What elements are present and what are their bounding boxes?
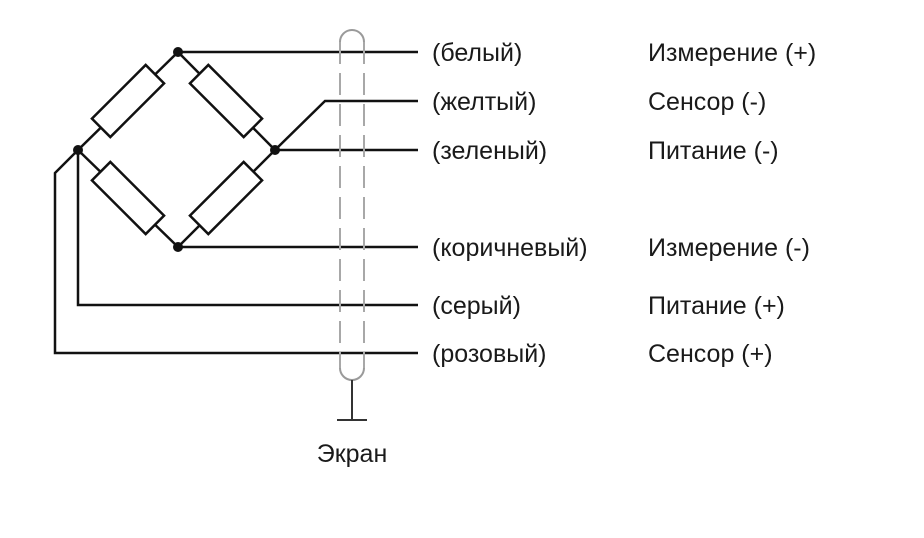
wire-yellow (274, 99, 418, 151)
wire-color-label: (розовый) (432, 340, 546, 368)
resistor-bottom-right (188, 160, 264, 236)
junction-bottom (173, 242, 183, 252)
shield-top-cap (339, 29, 365, 43)
cable-shield (339, 29, 365, 381)
wire-function-label: Сенсор (+) (648, 340, 773, 368)
junction-right (270, 145, 280, 155)
shield-bottom-cap (339, 367, 365, 381)
resistor-top-right (188, 63, 264, 139)
shield-label: Экран (317, 440, 388, 468)
wire-pink (53, 149, 418, 355)
wire-function-label: Питание (-) (648, 137, 779, 165)
resistor-top-left (90, 63, 166, 139)
wire-color-label: (белый) (432, 39, 522, 67)
bridge-edges (77, 51, 276, 248)
lead-wires (53, 50, 418, 355)
junction-top (173, 47, 183, 57)
junction-left (73, 145, 83, 155)
wire-function-label: Измерение (+) (648, 39, 816, 67)
wire-color-label: (зеленый) (432, 137, 547, 165)
wire-function-label: Питание (+) (648, 292, 785, 320)
wire-function-label: Сенсор (-) (648, 88, 766, 116)
wire-color-label: (серый) (432, 292, 521, 320)
wire-gray (76, 150, 418, 307)
wire-color-label: (желтый) (432, 88, 536, 116)
wire-labels: (белый) Измерение (+) (желтый) Сенсор (-… (432, 39, 816, 368)
wire-function-label: Измерение (-) (648, 234, 810, 262)
junction-dots (73, 47, 280, 252)
wire-color-label: (коричневый) (432, 234, 588, 262)
ground-icon (337, 380, 367, 421)
resistor-bottom-left (90, 160, 166, 236)
resistors (90, 63, 264, 236)
